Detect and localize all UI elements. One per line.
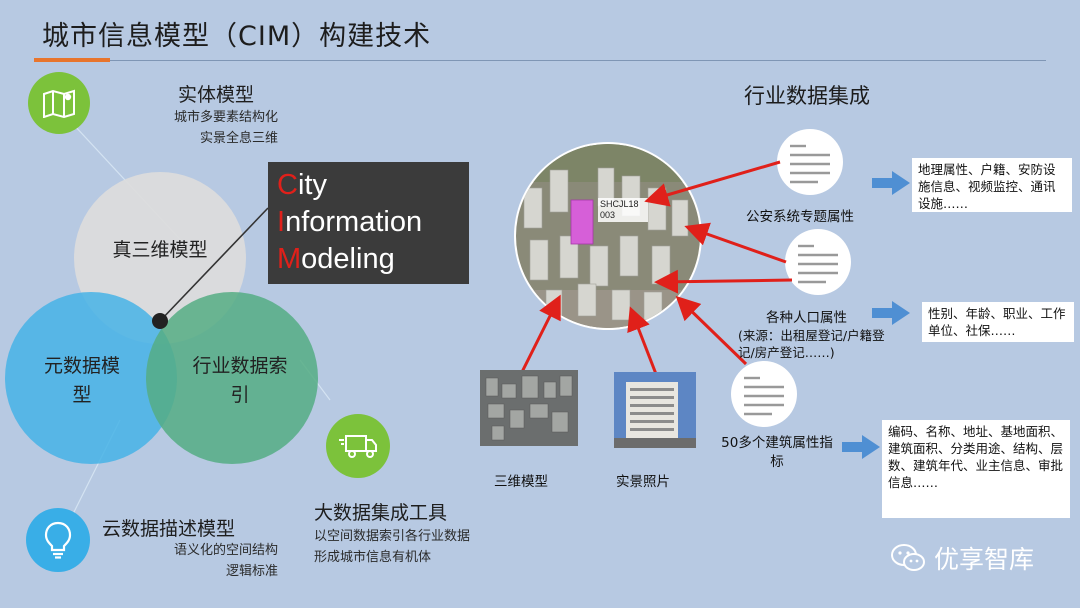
document-icon-police	[777, 129, 843, 195]
photo-3d-label: 三维模型	[494, 470, 548, 490]
building-tag: SHCJL18 003	[600, 199, 639, 221]
highlighted-building	[571, 200, 593, 244]
building-detail: 编码、名称、地址、基地面积、建筑面积、分类用途、结构、层数、建筑年代、业主信息、…	[882, 420, 1070, 518]
police-label: 公安系统专题属性	[746, 205, 854, 225]
building-label: 50多个建筑属性指标	[718, 434, 836, 472]
brand-watermark: 优享智库	[890, 540, 1034, 576]
population-label: 各种人口属性	[766, 306, 847, 326]
arrow-3d-model	[522, 300, 558, 372]
blue-arrow-building	[842, 435, 880, 459]
brand-name: 优享智库	[934, 540, 1034, 576]
document-icon-population	[785, 229, 851, 295]
document-icon-building	[731, 361, 797, 427]
photo-real-building	[614, 372, 696, 448]
police-detail: 地理属性、户籍、安防设施信息、视频监控、通讯设施……	[912, 158, 1072, 212]
population-source: (来源：出租屋登记/户籍登记/房产登记……)	[738, 327, 900, 361]
photo-real-label: 实景照片	[616, 470, 670, 490]
population-detail: 性别、年龄、职业、工作单位、社保……	[922, 302, 1074, 342]
photo-3d-model	[480, 370, 578, 446]
arrow-building	[680, 300, 746, 364]
arrow-population-2	[660, 280, 792, 282]
arrow-population-1	[690, 228, 786, 262]
blue-arrow-population	[872, 301, 910, 325]
blue-arrow-police	[872, 171, 910, 195]
wechat-icon	[890, 543, 926, 573]
